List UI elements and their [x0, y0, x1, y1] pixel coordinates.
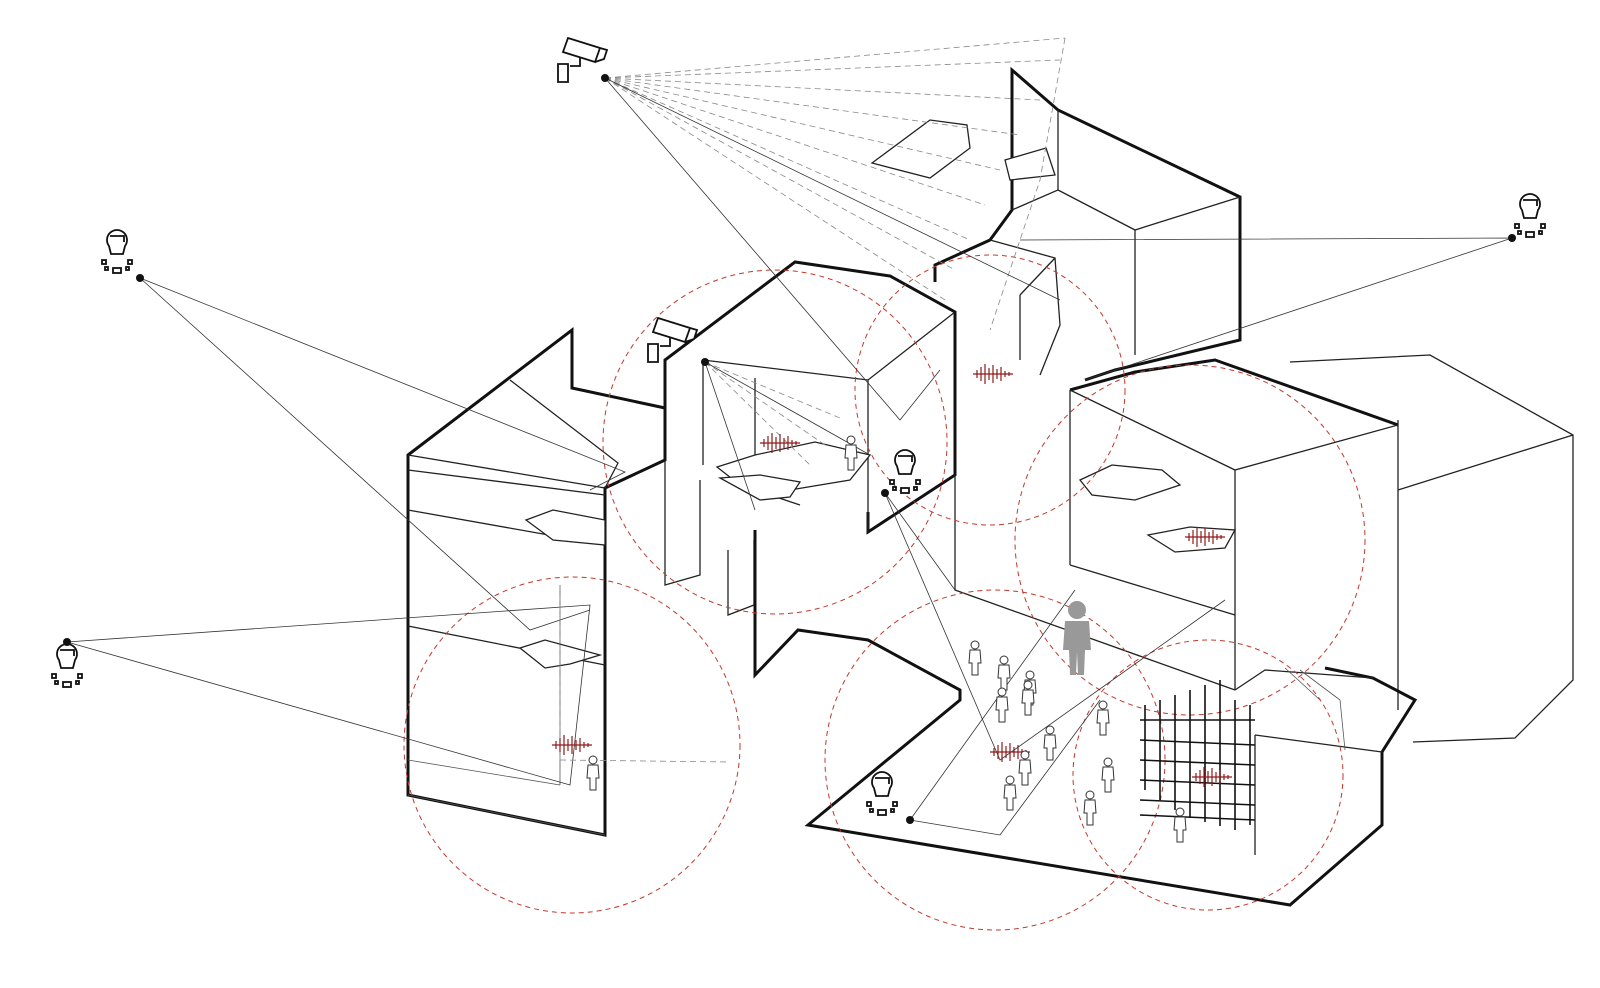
light-left-top — [101, 229, 144, 282]
person-icon — [1101, 757, 1115, 793]
coverage-zone-left-tower — [403, 576, 741, 914]
sight-rays — [66, 37, 1513, 836]
person-icon — [1173, 807, 1187, 843]
person-icon — [586, 755, 600, 791]
middle-house-outline — [663, 260, 957, 535]
left-tower-outline — [406, 326, 667, 837]
coverage-zone-middle-house — [602, 269, 948, 615]
left-tower-back-wall — [407, 379, 619, 489]
light-plaza-origin-dot — [906, 816, 914, 824]
floating-panel — [870, 119, 971, 179]
sound-wave-icon — [1185, 527, 1225, 547]
right-hex-tower-edge — [1397, 420, 1574, 710]
sound-wave-icon — [760, 433, 800, 453]
light-middle-rays — [884, 492, 1226, 761]
building-volumes — [406, 66, 1574, 907]
light-right-rays — [1019, 237, 1513, 381]
grid-room-frame — [1139, 680, 1256, 830]
light-bulb-icon — [866, 771, 898, 816]
camera-middle-view-fan — [704, 361, 841, 466]
plaza-stairs — [1284, 667, 1346, 751]
light-right-origin-dot — [1508, 234, 1516, 242]
light-left-top-rays — [139, 277, 626, 631]
light-left-bottom — [51, 638, 83, 688]
grid-room-horizontals — [1139, 719, 1256, 821]
coverage-zone-plaza — [824, 589, 1166, 931]
light-right — [1508, 193, 1546, 242]
coverage-zone-rear-tower — [854, 254, 1126, 526]
sound-wave-icon — [552, 735, 592, 755]
right-hex-tower — [1289, 354, 1574, 743]
camera-top-solid-ray — [604, 77, 1061, 421]
person-icon — [1003, 775, 1017, 811]
camera-icon — [557, 36, 609, 83]
person-icon — [995, 687, 1009, 723]
rear-tower-outline — [933, 66, 1242, 382]
coverage-zones — [403, 254, 1366, 931]
light-bulb-icon — [101, 229, 133, 274]
rear-tower-core — [989, 239, 1061, 376]
light-bulb-icon — [889, 449, 921, 494]
light-middle-origin-dot — [881, 489, 889, 497]
camera-icon — [647, 316, 699, 363]
light-left-bottom-origin-dot — [63, 638, 71, 646]
right-block-walls — [1069, 389, 1399, 690]
light-bulb-icon — [1514, 193, 1546, 238]
right-block-shelf-1 — [1078, 464, 1182, 501]
person-icon — [1096, 700, 1110, 736]
camera-top — [557, 36, 609, 83]
plaza-outline — [753, 530, 1418, 907]
rear-tower-inner — [1011, 110, 1241, 355]
middle-house-step — [717, 474, 802, 501]
person-icon — [1018, 750, 1032, 786]
grid-room-verticals — [1144, 680, 1251, 830]
person-icon — [1043, 725, 1057, 761]
camera-top-origin-dot — [601, 74, 609, 82]
sound-waves — [552, 364, 1232, 787]
camera-top-view-fan — [604, 37, 1066, 331]
right-block-outline — [1069, 358, 1399, 427]
person-icon — [1021, 680, 1035, 716]
sound-wave-icon — [1192, 767, 1232, 787]
left-tower-ledge-1 — [524, 509, 606, 546]
sound-wave-icon — [973, 364, 1013, 384]
light-middle — [881, 449, 921, 497]
light-plaza — [866, 771, 914, 824]
person-icon — [1083, 790, 1097, 826]
camera-middle-origin-dot — [701, 358, 709, 366]
coverage-zone-grid-room — [1072, 639, 1344, 911]
person-icon — [968, 640, 982, 676]
people — [586, 435, 1187, 843]
light-left-top-origin-dot — [136, 274, 144, 282]
left-tower-inner-frame — [407, 585, 606, 836]
highlighted-person-figure — [1063, 601, 1091, 675]
left-tower-floor-1 — [407, 469, 606, 666]
right-block-shelf-2 — [1146, 526, 1237, 553]
light-left-bottom-rays — [66, 604, 591, 786]
camera-middle-solid-ray — [704, 361, 871, 511]
light-plaza-rays — [909, 589, 1101, 836]
person-icon — [997, 655, 1011, 691]
camera-middle — [647, 316, 709, 366]
rear-tower-shelf — [1004, 147, 1056, 181]
light-bulb-icon — [51, 643, 83, 688]
light-left-bottom-dash — [559, 585, 731, 763]
